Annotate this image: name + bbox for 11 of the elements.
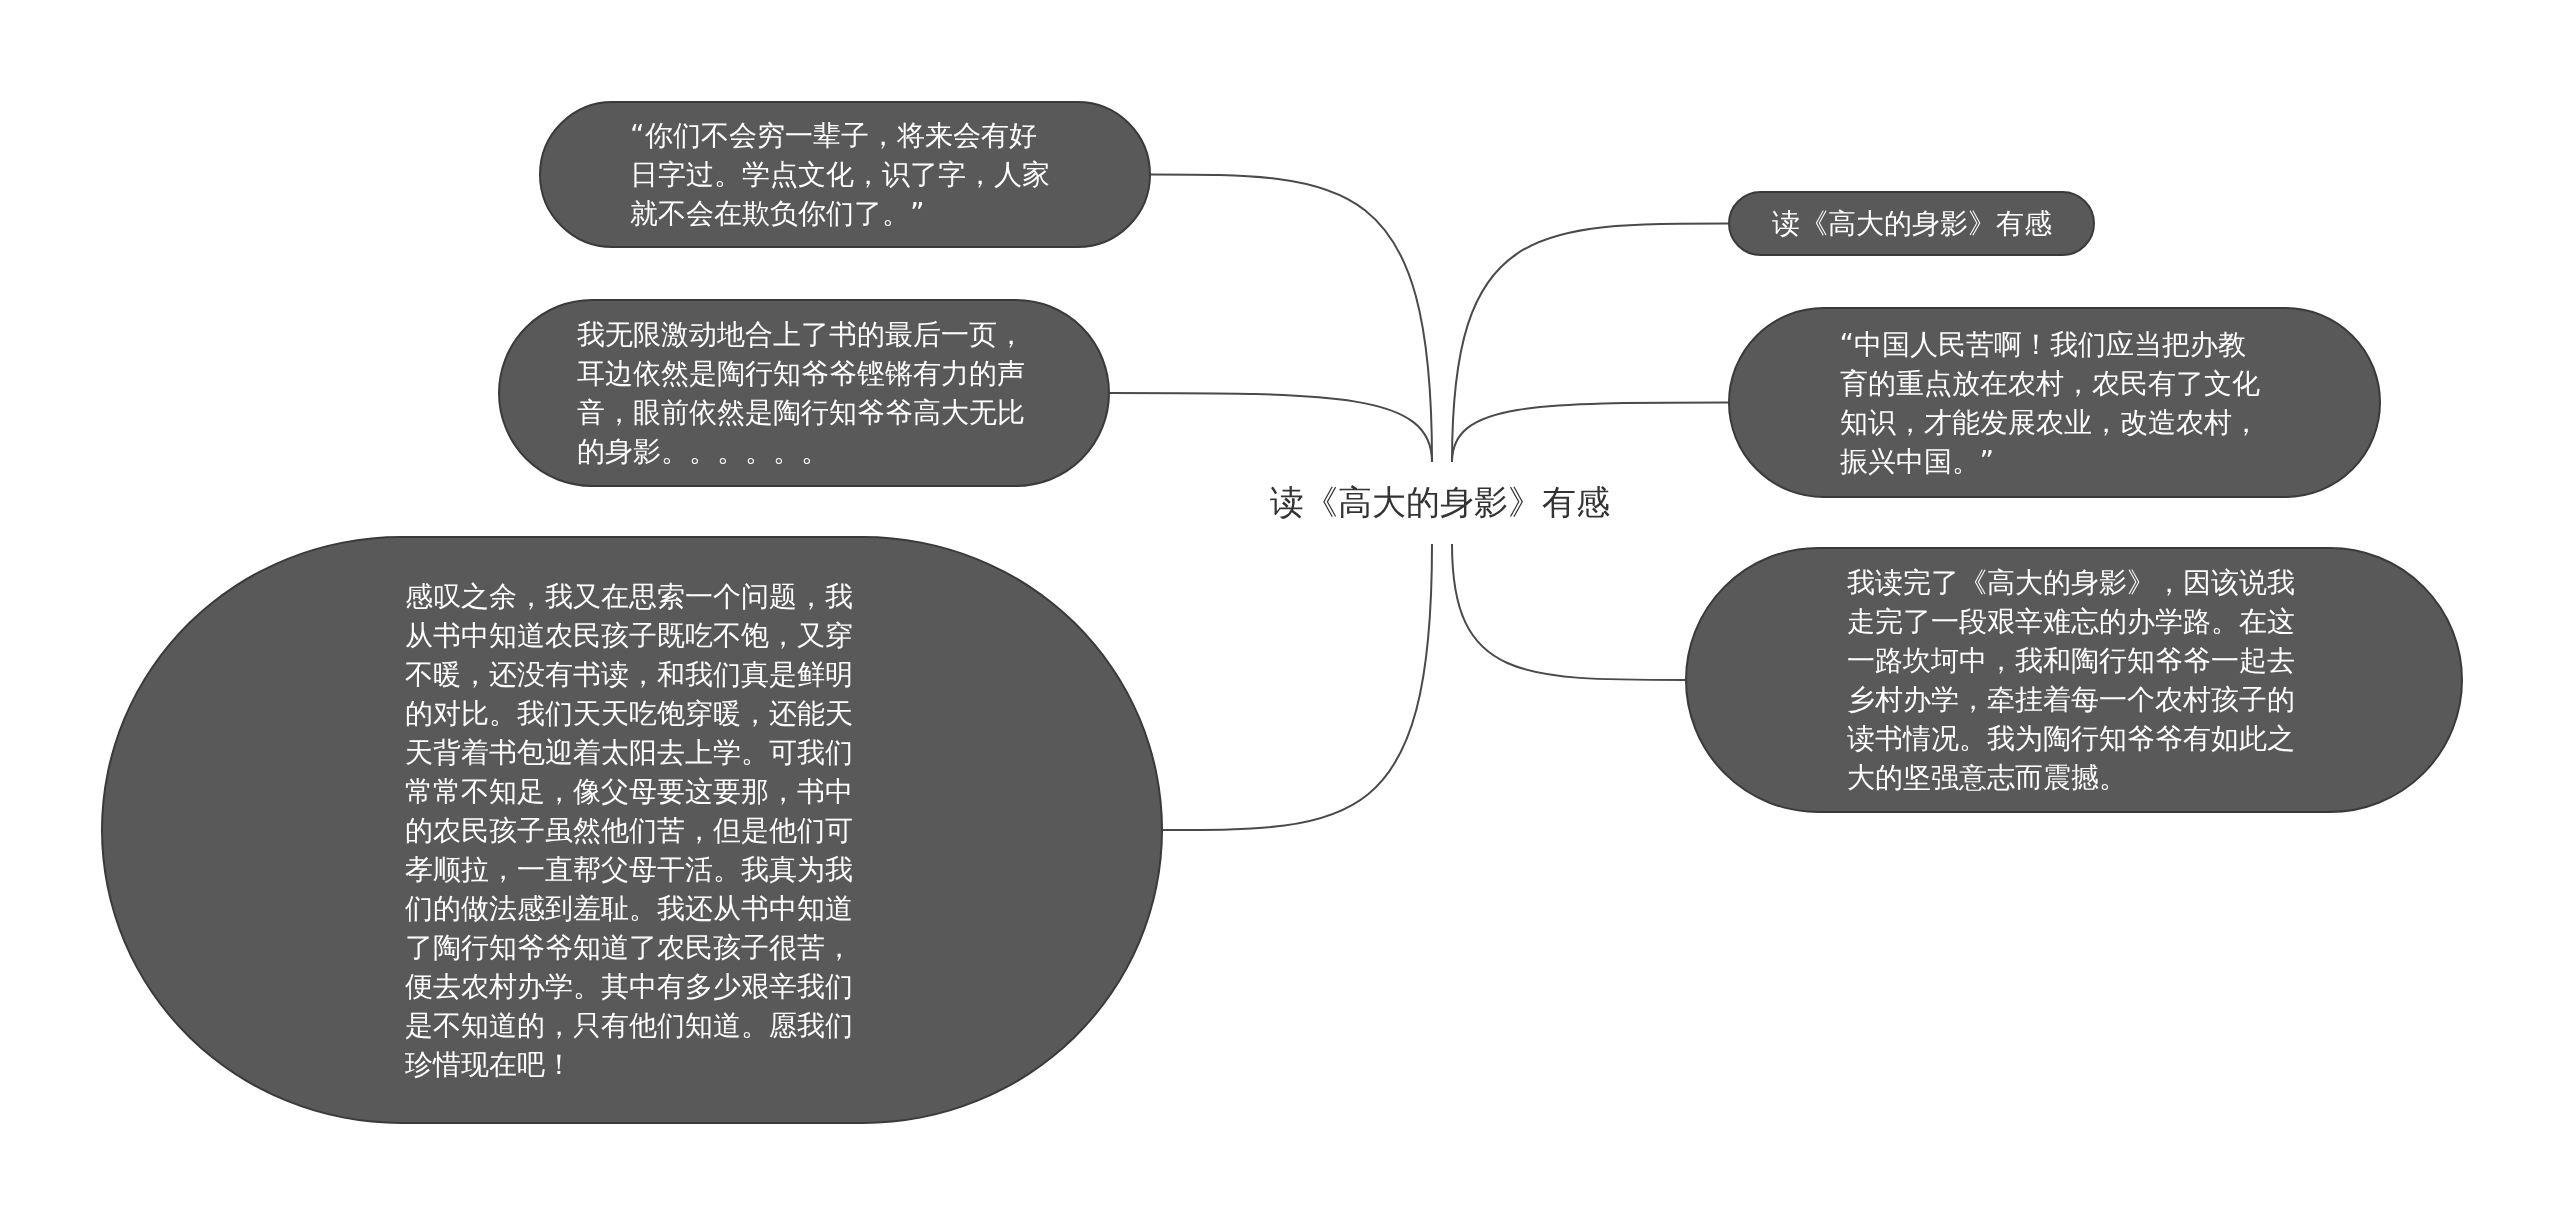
bubble-text: 我读完了《高大的身影》，因该说我走完了一段艰辛难忘的办学路。在这一路坎坷中，我和陶行知爷爷一起去乡村办学，牵挂着每一个农村孩子的读书情况。我为陶行知爷爷有如此之大的坚强意志而震撼。: [1846, 565, 2296, 796]
bubble-text: 读《高大的身影》有感: [1771, 206, 2052, 242]
connector-curve: [1109, 392, 1433, 463]
bubble-text: “中国人民苦啊！我们应当把办教育的重点放在农村，农民有了文化知识，才能发展农业，改造农村，振兴中国。”: [1839, 326, 2261, 480]
connector-curve: [1162, 543, 1433, 831]
connector-curve: [1451, 543, 1686, 681]
topic-title: 读《高大的身影》有感: [1270, 481, 1610, 524]
connector-curve: [1451, 401, 1729, 463]
bubble-text: “你们不会穷一辈子，将来会有好日字过。学点文化，识了字，人家就不会在欺负你们了。”: [630, 118, 1051, 232]
bubble-text: 我无限激动地合上了书的最后一页，耳边依然是陶行知爷爷铿锵有力的声音，眼前依然是陶行知爷爷高大无比的身影。。。。。。: [576, 317, 1026, 470]
bubble-text: 感叹之余，我又在思索一个问题，我从书中知道农民孩子既吃不饱，又穿不暖，还没有书读，和我们真是鲜明的对比。我们天天吃饱穿暖，还能天天背着书包迎着太阳去上学。可我们常常不知足，像父母要这要那，书中的农民孩子虽然他们苦，但是他们可孝顺拉，一直帮父母干活。我真为我们的做法感到羞耻。我还从书中知道了陶行知爷爷知道了农民孩子很苦，便去农村办学。其中有多少艰辛我们是不知道的，只有他们知道。愿我们珍惜现在吧！: [404, 578, 854, 1083]
